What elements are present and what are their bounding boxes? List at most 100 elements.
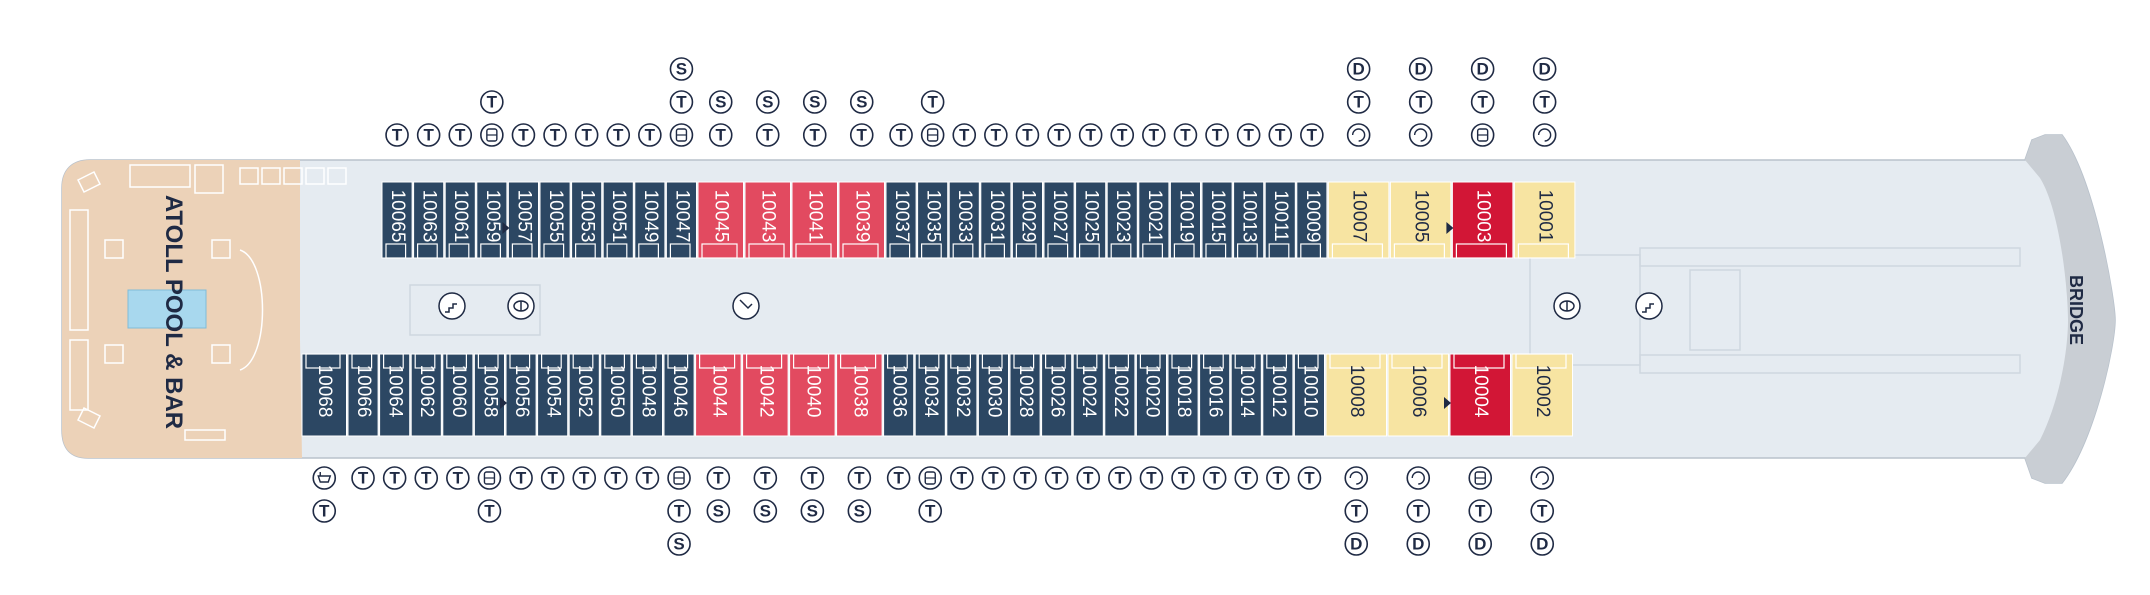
cabin-10051[interactable]: 10051 (602, 181, 634, 259)
svg-text:T: T (1475, 501, 1486, 520)
cabin-10058[interactable]: 10058 (473, 353, 505, 437)
cabin-10016[interactable]: 10016 (1199, 353, 1231, 437)
cabin-10010[interactable]: 10010 (1293, 353, 1326, 437)
cabin-bath (1393, 243, 1446, 259)
svg-text:T: T (645, 125, 656, 144)
cabin-10065[interactable]: 10065 (381, 181, 413, 259)
cabin-10032[interactable]: 10032 (946, 353, 978, 437)
sofa-bed-icon: S (755, 90, 780, 114)
cabin-10052[interactable]: 10052 (568, 353, 600, 437)
cabin-10064[interactable]: 10064 (379, 353, 411, 437)
svg-text:T: T (991, 125, 1002, 144)
cabin-10039[interactable]: 10039 (838, 181, 885, 259)
cabin-10043[interactable]: 10043 (744, 181, 791, 259)
cabin-10037[interactable]: 10037 (885, 181, 917, 259)
cabin-10028[interactable]: 10028 (1009, 353, 1041, 437)
pool (127, 289, 207, 329)
cabin-10047[interactable]: 10047 (665, 181, 698, 259)
cabin-10034[interactable]: 10034 (914, 353, 946, 437)
twin-beds-icon: T (889, 123, 913, 147)
cabin-10055[interactable]: 10055 (539, 181, 571, 259)
cabin-10011[interactable]: 10011 (1264, 181, 1296, 259)
cabin-10048[interactable]: 10048 (631, 353, 664, 437)
cabin-10045[interactable]: 10045 (697, 181, 744, 259)
cabin-10026[interactable]: 10026 (1041, 353, 1073, 437)
cabin-10025[interactable]: 10025 (1075, 181, 1107, 259)
cabin-10014[interactable]: 10014 (1230, 353, 1262, 437)
cabin-10042[interactable]: 10042 (742, 353, 789, 437)
cabin-bath (886, 353, 908, 369)
cabin-10007[interactable]: 10007 (1327, 181, 1390, 259)
cabin-bath (1142, 243, 1164, 259)
svg-text:T: T (1539, 92, 1550, 111)
cabin-10009[interactable]: 10009 (1296, 181, 1328, 259)
cabin-10038[interactable]: 10038 (836, 353, 883, 437)
cabin-10031[interactable]: 10031 (980, 181, 1012, 259)
cabin-10062[interactable]: 10062 (410, 353, 442, 437)
cabin-10036[interactable]: 10036 (883, 353, 915, 437)
cabin-10027[interactable]: 10027 (1043, 181, 1075, 259)
cabin-10049[interactable]: 10049 (634, 181, 666, 259)
cabin-10003[interactable]: 10003 (1446, 181, 1514, 259)
cabin-10063[interactable]: 10063 (413, 181, 445, 259)
twin-beds-icon: T (886, 466, 911, 490)
cabin-10044[interactable]: 10044 (695, 353, 742, 437)
double-bed-icon: D (1406, 532, 1431, 556)
cabin-10050[interactable]: 10050 (600, 353, 632, 437)
cabin-10001[interactable]: 10001 (1513, 181, 1576, 259)
cabin-10030[interactable]: 10030 (977, 353, 1010, 437)
twin-beds-icon: T (1346, 90, 1371, 114)
cabin-10029[interactable]: 10029 (1011, 181, 1044, 259)
cabin-10060[interactable]: 10060 (442, 353, 474, 437)
svg-text:T: T (455, 125, 466, 144)
cabin-10056[interactable]: 10056 (500, 353, 537, 437)
svg-text:T: T (516, 468, 527, 487)
cabin-10022[interactable]: 10022 (1104, 353, 1136, 437)
cabin-number: 10008 (1346, 365, 1367, 418)
cabin-10019[interactable]: 10019 (1169, 181, 1202, 259)
cabin-10066[interactable]: 10066 (347, 353, 379, 437)
cabin-10006[interactable]: 10006 (1387, 353, 1449, 437)
cabin-10035[interactable]: 10035 (917, 181, 949, 259)
cabin-10021[interactable]: 10021 (1138, 181, 1170, 259)
cabin-number: 10041 (805, 190, 826, 243)
cabin-10054[interactable]: 10054 (537, 353, 569, 437)
cabin-bath (842, 243, 879, 259)
svg-text:T: T (925, 501, 936, 520)
cabin-10004[interactable]: 10004 (1444, 353, 1511, 437)
cabin-10068[interactable]: 10068 (301, 353, 347, 437)
cabin-10002[interactable]: 10002 (1511, 353, 1573, 437)
twin-beds-icon: T (1047, 123, 1071, 147)
cabin-10024[interactable]: 10024 (1072, 353, 1104, 437)
cabin-10053[interactable]: 10053 (571, 181, 603, 259)
twin-beds-icon: T (1468, 499, 1493, 523)
twin-beds-icon: T (1076, 466, 1101, 490)
cabin-10012[interactable]: 10012 (1262, 353, 1294, 437)
cabin-10008[interactable]: 10008 (1325, 353, 1387, 437)
cabin-10040[interactable]: 10040 (789, 353, 836, 437)
cabin-10046[interactable]: 10046 (663, 353, 695, 437)
stairs-icon-forward (1635, 292, 1663, 320)
cabin-number: 10023 (1112, 190, 1133, 243)
cabin-10059[interactable]: 10059 (476, 181, 508, 259)
cabin-10041[interactable]: 10041 (791, 181, 838, 259)
cabin-bath (305, 353, 341, 369)
cabin-10013[interactable]: 10013 (1233, 181, 1265, 259)
cabin-bath (1236, 243, 1258, 259)
cabin-10020[interactable]: 10020 (1135, 353, 1168, 437)
twin-beds-icon: T (385, 123, 409, 147)
cabin-10023[interactable]: 10023 (1106, 181, 1138, 259)
cabin-10015[interactable]: 10015 (1201, 181, 1233, 259)
cabin-number: 10007 (1349, 190, 1370, 243)
twin-beds-icon: T (1173, 123, 1198, 147)
cabin-bath (1108, 353, 1130, 369)
cabin-number: 10015 (1207, 190, 1228, 243)
cabin-10057[interactable]: 10057 (502, 181, 539, 259)
svg-text:T: T (389, 468, 400, 487)
cabin-10033[interactable]: 10033 (948, 181, 980, 259)
cabin-number: 10033 (954, 190, 975, 243)
cabin-10061[interactable]: 10061 (444, 181, 476, 259)
cabin-10005[interactable]: 10005 (1389, 181, 1452, 259)
cabin-10018[interactable]: 10018 (1167, 353, 1199, 437)
